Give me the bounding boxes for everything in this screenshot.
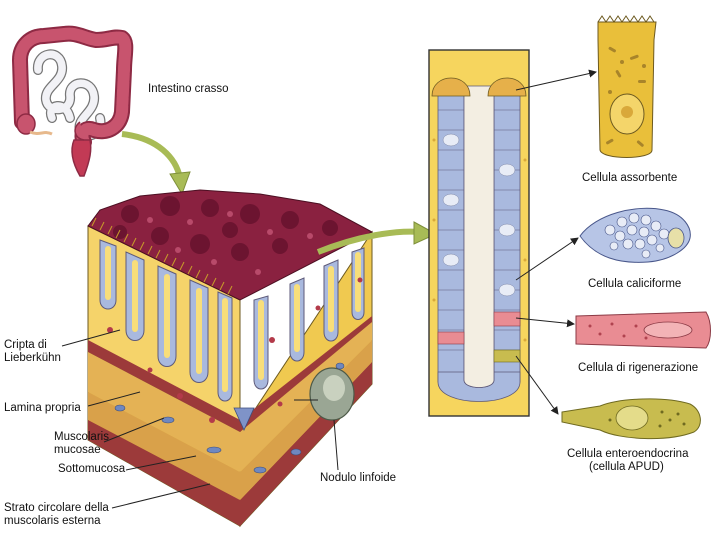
leader-lines [61,69,597,509]
zoom-arrow-2 [316,228,421,255]
label-cellula-assorbente: Cellula assorbente [582,172,678,184]
mucosal-surface [87,189,374,301]
goblet-cell [579,207,691,263]
enteroendocrine-cell [561,398,701,439]
label-cellula-caliciforme: Cellula caliciforme [588,278,682,290]
absorbent-cell [597,15,657,158]
label-cellula-rigenerazione: Cellula di rigenerazione [578,362,699,374]
label-muscolaris: Muscolaris [54,431,109,443]
label-strato-circolare-2: muscolaris esterna [4,515,101,527]
label-cripta-di: Cripta di [4,339,47,351]
lymph-nodule [309,367,355,421]
label-mucosae: mucosae [54,444,101,456]
tissue-block [87,189,374,528]
label-intestino-crasso: Intestino crasso [148,83,229,95]
label-sottomucosa: Sottomucosa [58,463,126,475]
crypt-detail-panel [428,49,530,417]
label-strato-circolare-1: Strato circolare della [4,502,109,514]
label-cellula-enteroendocrina-2: (cellula APUD) [589,461,664,473]
label-lieberkuhn: Lieberkühn [4,352,61,364]
rectum [71,139,92,177]
regenerative-cell [575,311,711,349]
label-lamina-propria: Lamina propria [4,402,81,414]
large-intestine-illustration [11,25,134,177]
label-cellula-enteroendocrina-1: Cellula enteroendocrina [567,448,689,460]
zoom-arrow-1 [121,131,183,179]
label-nodulo-linfoide: Nodulo linfoide [320,472,397,484]
